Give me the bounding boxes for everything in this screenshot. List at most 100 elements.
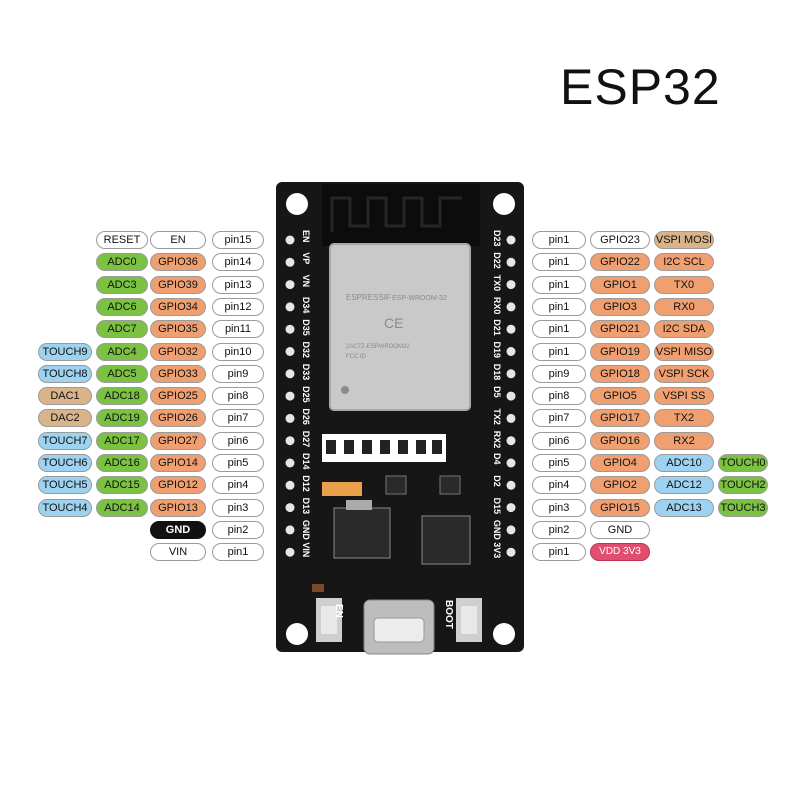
- header-pin-right: [506, 458, 516, 468]
- right-pin-label: GPIO15: [590, 498, 650, 517]
- header-pin-left: [285, 547, 295, 557]
- header-pin-left: [285, 503, 295, 513]
- left-pin-label: ADC5: [96, 364, 148, 383]
- header-pin-right: [506, 436, 516, 446]
- left-pin-label: pin8: [212, 387, 264, 406]
- right-pin-label: pin7: [532, 409, 586, 428]
- right-pin-label: I2C SDA: [654, 320, 714, 339]
- left-pin-label: ADC16: [96, 454, 148, 472]
- header-pin-left: [285, 257, 295, 267]
- right-pin-label: VSPI SCK: [654, 364, 714, 383]
- header-pin-left: [285, 391, 295, 401]
- right-pin-label: GPIO1: [590, 275, 650, 294]
- right-pin-label: pin3: [532, 498, 586, 517]
- right-pin-label: GPIO19: [590, 342, 650, 361]
- left-pin-label: pin9: [212, 364, 264, 383]
- left-pin-label: GPIO33: [150, 364, 206, 383]
- silk-label-right: RX2: [492, 431, 502, 449]
- silk-label-right: D23: [492, 230, 502, 247]
- header-pin-right: [506, 413, 516, 423]
- header-pin-left: [285, 324, 295, 334]
- left-pin-label: TOUCH8: [38, 364, 92, 383]
- left-pin-label: pin2: [212, 520, 264, 539]
- antenna-area: [322, 184, 480, 246]
- voltage-regulator: [333, 507, 391, 559]
- left-pin-label: TOUCH7: [38, 431, 92, 450]
- silk-label-right: D18: [492, 364, 502, 381]
- smd-part: [362, 440, 372, 454]
- right-pin-label: pin6: [532, 431, 586, 450]
- right-pin-label: VSPI MISO: [654, 342, 714, 361]
- header-pin-left: [285, 235, 295, 245]
- header-pin-right: [506, 324, 516, 334]
- smd-part: [416, 440, 426, 454]
- right-pin-label: TX2: [654, 409, 714, 428]
- usb-uart-chip: [421, 515, 471, 565]
- header-pin-left: [285, 436, 295, 446]
- module-pin1-dot: [341, 386, 349, 394]
- silk-label-right: D19: [492, 342, 502, 359]
- header-pin-right: [506, 257, 516, 267]
- mount-hole-bottom-right: [493, 623, 515, 645]
- header-pin-right: [506, 302, 516, 312]
- silk-label-right: D2: [492, 475, 502, 487]
- left-pin-label: GPIO32: [150, 342, 206, 361]
- header-pin-right: [506, 235, 516, 245]
- left-pin-label: RESET: [96, 231, 148, 249]
- smd-part: [326, 440, 336, 454]
- right-pin-label: TOUCH0: [718, 454, 768, 472]
- header-pin-left: [285, 347, 295, 356]
- transistor: [439, 475, 461, 495]
- mount-hole-top-left: [286, 193, 308, 215]
- smd-part: [380, 440, 390, 454]
- header-pin-left: [285, 480, 295, 490]
- right-pin-label: ADC12: [654, 476, 714, 495]
- left-pin-label: pin11: [212, 320, 264, 339]
- silk-label-left: D27: [301, 431, 311, 448]
- boot-button: [461, 606, 477, 634]
- left-pin-label: TOUCH6: [38, 454, 92, 472]
- mount-hole-bottom-left: [286, 623, 308, 645]
- right-pin-label: GPIO18: [590, 364, 650, 383]
- left-pin-label: ADC4: [96, 342, 148, 361]
- right-pin-label: RX2: [654, 431, 714, 450]
- header-pin-left: [285, 302, 295, 312]
- transistor: [385, 475, 407, 495]
- silk-label-left: D26: [301, 408, 311, 425]
- left-pin-label: pin13: [212, 275, 264, 294]
- right-pin-label: pin8: [532, 387, 586, 406]
- right-pin-label: pin2: [532, 520, 586, 539]
- right-pin-label: pin1: [532, 297, 586, 316]
- right-pin-label: pin1: [532, 543, 586, 562]
- left-pin-label: ADC0: [96, 253, 148, 272]
- silk-label-left: D14: [301, 453, 311, 470]
- left-pin-label: GPIO35: [150, 320, 206, 339]
- right-pin-label: GPIO23: [590, 231, 650, 249]
- header-pin-left: [285, 413, 295, 423]
- right-pin-label: GPIO16: [590, 431, 650, 450]
- left-pin-label: DAC2: [38, 409, 92, 428]
- silk-label-left: D35: [301, 319, 311, 336]
- left-pin-label: ADC18: [96, 387, 148, 406]
- right-pin-label: pin4: [532, 476, 586, 495]
- left-pin-label: GPIO34: [150, 297, 206, 316]
- silk-label-left: D12: [301, 475, 311, 492]
- module-brand: ESPRESSIF: [346, 293, 391, 302]
- silk-label-right: D4: [492, 453, 502, 465]
- silk-label-right: RX0: [492, 297, 502, 315]
- rf-shield: [329, 243, 471, 411]
- left-pin-label: VIN: [150, 543, 206, 562]
- right-pin-label: pin5: [532, 454, 586, 472]
- left-pin-label: pin5: [212, 454, 264, 472]
- left-pin-label: EN: [150, 231, 206, 249]
- left-pin-label: TOUCH9: [38, 342, 92, 361]
- silk-label-left: D25: [301, 386, 311, 403]
- header-pin-left: [285, 369, 295, 379]
- silk-label-right: 3V3: [492, 542, 502, 558]
- diode: [312, 584, 324, 592]
- voltage-regulator-tab: [346, 500, 372, 510]
- left-pin-label: TOUCH5: [38, 476, 92, 495]
- right-pin-label: GPIO5: [590, 387, 650, 406]
- right-pin-label: ADC10: [654, 454, 714, 472]
